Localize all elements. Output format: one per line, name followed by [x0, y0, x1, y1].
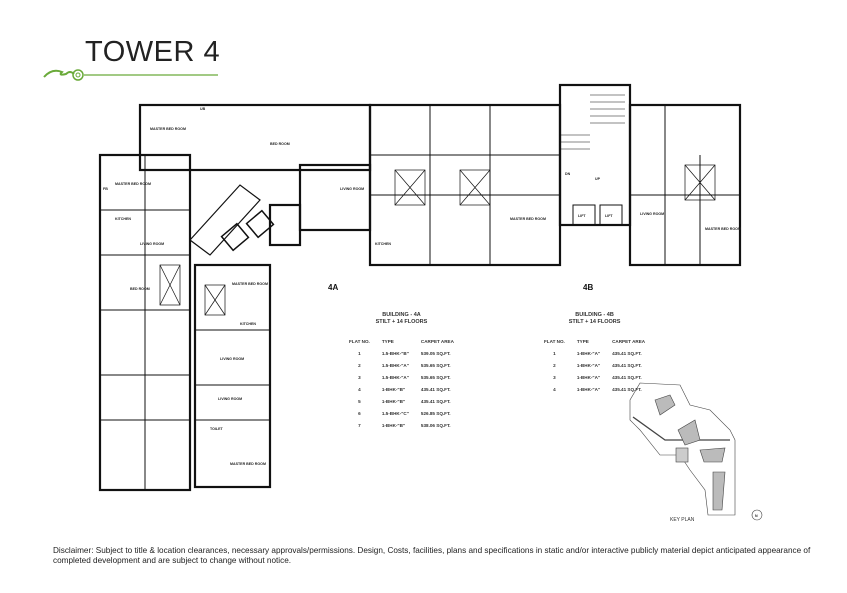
room-label: KITCHEN [115, 217, 131, 221]
room-label: LIFT [605, 214, 613, 218]
room-label: MASTER BED ROOM [115, 182, 151, 186]
top-band-4a [138, 103, 372, 172]
cell: 1-BHK-"A" [576, 350, 601, 356]
cell: 1.5-BHK-"A" [381, 362, 409, 368]
cell: 7 [358, 422, 361, 428]
table-row: 2 1-BHK-"A" 435.41 SQ.FT. [538, 359, 651, 371]
cell: 1.5-BHK-"C" [381, 410, 409, 416]
room-label: TOILET [210, 427, 224, 431]
cell: 435.41 SQ.FT. [612, 350, 642, 356]
table-row: 1 1.5-BHK-"B" 539.05 SQ.FT. [343, 347, 460, 359]
table-row: 1 1-BHK-"A" 435.41 SQ.FT. [538, 347, 651, 359]
cell: 1.5-BHK-"A" [381, 374, 409, 380]
room-label: LIVING ROOM [218, 397, 242, 401]
cell: 1 [358, 350, 361, 356]
column-header: CARPET AREA [420, 338, 454, 344]
room-label: KITCHEN [240, 322, 256, 326]
cell: 1 [553, 350, 556, 356]
room-label: BED ROOM [270, 142, 290, 146]
table-row: 3 1.5-BHK-"A" 535.65 SQ.FT. [343, 371, 460, 383]
cell: 4 [358, 386, 361, 392]
cell: 526.85 SQ.FT. [420, 410, 451, 416]
cell: 4 [553, 386, 556, 392]
table-heading: BUILDING - 4A [382, 312, 421, 318]
room-label: MASTER BED ROOM [150, 127, 186, 131]
cell: 435.41 SQ.FT. [612, 362, 642, 368]
key-plan-map [629, 382, 763, 521]
column-header: CARPET AREA [612, 338, 646, 344]
table-row: 7 1-BHK-"B" 538.06 SQ.FT. [343, 419, 460, 431]
cell: 435.41 SQ.FT. [420, 386, 451, 392]
cell: 2 [358, 362, 361, 368]
building-4a-table: BUILDING - 4A STILT + 14 FLOORS FLAT NO.… [343, 312, 460, 431]
cell: 5 [358, 398, 361, 404]
inner-wing-outline [193, 263, 272, 489]
north-label: N [755, 514, 758, 518]
cell: 535.65 SQ.FT. [420, 362, 451, 368]
room-label: MASTER BED ROOM [510, 217, 546, 221]
room-label: DN [565, 172, 571, 176]
cell: 3 [553, 374, 556, 380]
column-header: FLAT NO. [349, 338, 370, 344]
cell: 1-BHK-"A" [576, 374, 601, 380]
table-row: 4 1-BHK-"B" 435.41 SQ.FT. [343, 383, 460, 395]
room-label: BED ROOM [130, 287, 150, 291]
table-heading: BUILDING - 4B [575, 312, 614, 318]
top-band-4b [628, 103, 742, 267]
room-label: LIFT [578, 214, 586, 218]
cell: 535.65 SQ.FT. [420, 374, 451, 380]
room-label: LIVING ROOM [640, 212, 664, 216]
cell: 435.41 SQ.FT. [420, 398, 451, 404]
column-header: FLAT NO. [544, 338, 565, 344]
cell: 3 [358, 374, 361, 380]
table-row: 5 1-BHK-"B" 435.41 SQ.FT. [343, 395, 460, 407]
room-label: LIVING ROOM [340, 187, 364, 191]
key-plan-label: KEY PLAN [670, 517, 695, 523]
table-subheading: STILT + 14 FLOORS [375, 319, 428, 325]
cell: 538.06 SQ.FT. [420, 422, 451, 428]
room-label: MASTER BED ROOM [705, 227, 741, 231]
wing-label-4a: 4A [328, 283, 339, 292]
table-row: 3 1-BHK-"A" 435.41 SQ.FT. [538, 371, 651, 383]
cell: 1-BHK-"B" [381, 386, 406, 392]
table-subheading: STILT + 14 FLOORS [568, 319, 621, 325]
cell: 1.5-BHK-"B" [381, 350, 409, 356]
wing-label-4b: 4B [583, 283, 594, 292]
room-label: MASTER BED ROOM [232, 282, 268, 286]
cell: 1-BHK-"B" [381, 398, 406, 404]
table-row: 4 1-BHK-"A" 435.41 SQ.FT. [538, 383, 651, 395]
column-header: TYPE [381, 338, 394, 344]
cell: 435.41 SQ.FT. [612, 374, 642, 380]
disclaimer: Disclaimer: Subject to title & location … [53, 546, 811, 565]
room-label: FB [103, 187, 108, 191]
cell: 435.41 SQ.FT. [612, 386, 642, 392]
table-row: 6 1.5-BHK-"C" 526.85 SQ.FT. [343, 407, 460, 419]
cell: 1-BHK-"B" [381, 422, 406, 428]
table-row: 2 1.5-BHK-"A" 535.65 SQ.FT. [343, 359, 460, 371]
lift-core [558, 83, 632, 227]
building-4b-table: BUILDING - 4B STILT + 14 FLOORS FLAT NO.… [538, 312, 651, 395]
room-label: UB [200, 107, 206, 111]
cell: 1-BHK-"A" [576, 386, 601, 392]
column-header: TYPE [576, 338, 589, 344]
room-label: UP [595, 177, 601, 181]
room-label: MASTER BED ROOM [230, 462, 266, 466]
cell: 539.05 SQ.FT. [420, 350, 451, 356]
page-title: TOWER 4 [85, 36, 221, 68]
cell: 2 [553, 362, 556, 368]
room-label: KITCHEN [375, 242, 391, 246]
room-label: LIVING ROOM [220, 357, 244, 361]
cell: 1-BHK-"A" [576, 362, 601, 368]
cell: 6 [358, 410, 361, 416]
brand-swirl-logo [43, 69, 218, 81]
room-label: LIVING ROOM [140, 242, 164, 246]
